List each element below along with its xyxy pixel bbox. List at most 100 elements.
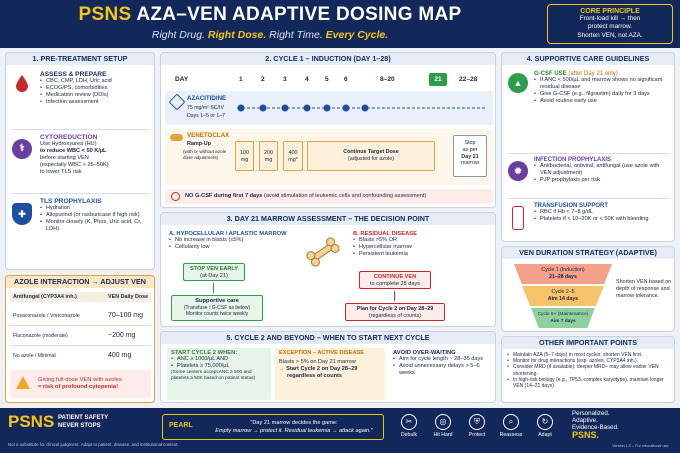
list-item: If ANC < 500/µL and marrow shows no sign… xyxy=(534,77,672,91)
aza-name: AZACITIDINE xyxy=(187,95,227,102)
hypocellular-branch: A. HYPOCELLULAR / APLASTIC MARROW No inc… xyxy=(169,231,294,251)
hit-hard-step: ◎Hit Hard xyxy=(424,414,462,438)
tls-list: Hydration Allopurinol (or rasburicase if… xyxy=(40,205,152,233)
step-label: Reassess xyxy=(499,432,523,438)
footer-disclaimer: Not a substitute for clinical judgment. … xyxy=(8,442,179,447)
ven-note: (with or without azole dose adjustment) xyxy=(183,149,227,160)
cycle2-panel: 5. CYCLE 2 AND BEYOND – WHEN TO START NE… xyxy=(160,331,496,403)
adapt-step: ↻Adapt xyxy=(526,414,564,438)
points-list: Maintain AZA (5–7 days) in most cycles; … xyxy=(507,352,671,389)
gcsf-warning-text: NO G-CSF during first 7 days (avoid stim… xyxy=(185,193,426,199)
ramp-dose: 200 mg xyxy=(259,141,278,171)
footer-right-line: Evidence-Based. xyxy=(572,424,619,432)
subtitle-time: Right Time. xyxy=(269,29,323,41)
subtitle-cycle: Every Cycle. xyxy=(325,29,389,41)
stop-line: Stop xyxy=(464,140,476,146)
cytoreduction-line: (especially WBC > 25–50K) xyxy=(40,162,109,168)
virus-icon: ✹ xyxy=(508,161,528,181)
azole-drug: Posaconazole / Voriconazole xyxy=(13,313,80,319)
ven-name: VENETOCLAX xyxy=(187,132,230,139)
shield-icon: ⛨ xyxy=(469,414,485,430)
magnifier-icon: ⌕ xyxy=(503,414,519,430)
infection-title: INFECTION PROPHYLAXIS xyxy=(534,157,612,163)
syringe-icon xyxy=(168,93,186,111)
footer-right-line: Adaptive. xyxy=(572,417,598,425)
list-item: Hypercellular marrow xyxy=(353,244,493,251)
continue-ven-label: CONTINUE VEN xyxy=(373,274,417,280)
footer-right: Personalized.Adaptive.Evidence-Based. PS… xyxy=(572,410,676,439)
list-item: Avoid routine early use xyxy=(534,98,672,105)
tier-duration: Aim 14 days xyxy=(547,296,579,302)
supportive-care-sub: Monitor counts twice weekly xyxy=(185,311,249,318)
list-item: Platelets ≥ 75,000/µL xyxy=(171,363,267,370)
quote-line: "Day 21 marrow decides the game: xyxy=(250,420,338,426)
exception-box: EXCEPTION – ACTIVE DISEASE Blasts > 5% o… xyxy=(275,348,385,400)
gcsf-title: G-CSF USE xyxy=(534,71,567,77)
quote-line: Empty marrow → protect it. Residual leuk… xyxy=(215,428,373,434)
target-icon: ◎ xyxy=(435,414,451,430)
day-number: 22–28 xyxy=(459,76,478,83)
supportive-care-box: Supportive care(Transfuse / G-CSF as bel… xyxy=(171,295,263,321)
azole-title: AZOLE INTERACTION → ADJUST VEN xyxy=(6,276,154,288)
divider xyxy=(508,153,670,154)
footer-version: Version 1.0 – For educational use xyxy=(612,444,669,448)
points-panel: OTHER IMPORTANT POINTS Maintain AZA (5–7… xyxy=(501,336,675,403)
day-number: 3 xyxy=(283,76,287,83)
list-item: Antibacterial, antiviral, antifungal (us… xyxy=(534,163,672,177)
start-cycle2-box: START CYCLE 2 WHEN: ANC ≥ 1000/µL ANDPla… xyxy=(167,348,271,400)
venetoclax-row: VENETOCLAX Ramp-Up (with or without azol… xyxy=(165,129,493,185)
list-item: Monitor closely (K, Phos, Uric acid, Cr,… xyxy=(40,219,152,233)
continue-ven-sub: to complete 28 days xyxy=(369,281,421,287)
ramp-dose: 400 mg* xyxy=(283,141,303,171)
aza-days: Days 1–5 or 1–7 xyxy=(187,113,226,119)
list-item: Hydration xyxy=(40,205,152,212)
shield-icon: ✚ xyxy=(12,203,32,225)
debulk-icon: ✂ xyxy=(401,414,417,430)
azacitidine-row: AZACITIDINE 75 mg/m² SC/IV Days 1–5 or 1… xyxy=(165,91,493,125)
strategy-panel: VEN DURATION STRATEGY (ADAPTIVE) Cycle 1… xyxy=(501,246,675,332)
reassess-step: ⌕ Reassess xyxy=(492,414,530,438)
stop-line: marrow xyxy=(461,160,479,167)
azole-warning-text: Giving full-dose VEN with azoles= risk o… xyxy=(38,377,122,391)
warning-line: = risk of profound cytopenia! xyxy=(38,384,119,390)
cycle1-title: 2. CYCLE 1 – INDUCTION (DAY 1–28) xyxy=(161,53,495,65)
step-label: Protect xyxy=(468,432,486,438)
blood-bag-icon xyxy=(512,206,524,230)
list-item: Persistent leukemia xyxy=(353,251,493,258)
tier-label: Cycle 6+ (Maintenance) xyxy=(537,312,589,317)
list-item: Maintain AZA (5–7 days) in most cycles; … xyxy=(507,352,671,358)
cytoreduction-line: before starting VEN xyxy=(40,155,89,161)
core-principle-title: CORE PRINCIPLE xyxy=(580,8,640,15)
core-principle-box: CORE PRINCIPLE Front-load kill → then pr… xyxy=(547,4,673,44)
residual-branch: B. RESIDUAL DISEASE Blasts >5% ORHyperce… xyxy=(353,231,493,258)
stop-line: Day 21 xyxy=(461,153,479,160)
list-item: Monitor for drug interactions (esp. azol… xyxy=(507,358,671,364)
list-item: Infection assessment xyxy=(40,99,152,106)
list-item: ANC ≥ 1000/µL AND xyxy=(171,356,267,363)
tier-label: Cycle 1 (Induction) xyxy=(541,267,585,273)
list-item: Aim for cycle length ~ 28–35 days xyxy=(393,356,487,363)
start-cycle2-title: START CYCLE 2 WHEN: xyxy=(171,350,238,356)
gcsf-warning-bold: NO G-CSF during first 7 days xyxy=(185,193,263,199)
day-number: 6 xyxy=(344,76,348,83)
target-dose-bar: Continue Target Dose(adjusted for azole) xyxy=(307,141,435,171)
tagline-line: NEVER STOPS xyxy=(58,422,101,429)
list-item: Blasts >5% OR xyxy=(353,237,493,244)
cytoreduction-line: to lower TLS risk xyxy=(40,169,82,175)
prohibited-icon xyxy=(171,192,180,201)
tls-title: TLS PROPHYLAXIS xyxy=(40,198,102,205)
azole-dose: 400 mg xyxy=(108,352,132,359)
day-21-marker: 21 xyxy=(429,73,447,86)
target-dose: Continue Target Dose xyxy=(343,149,399,155)
strategy-title: VEN DURATION STRATEGY (ADAPTIVE) xyxy=(502,247,674,259)
plan-cycle2-box: Plan for Cycle 2 on Day 28–29(regardless… xyxy=(345,303,445,321)
day-number: 2 xyxy=(261,76,265,83)
exception-line: → Start Cycle 2 on Day 28–29 xyxy=(279,366,358,372)
tier-label: Cycle 2–5 xyxy=(551,289,575,295)
pearl-quote: "Day 21 marrow decides the game: Empty ma… xyxy=(207,419,381,435)
list-item: Allopurinol (or rasburicase if high risk… xyxy=(40,212,152,219)
gcsf-warning-note: (avoid stimulation of leukemic cells and… xyxy=(263,193,427,199)
supportive-panel: 4. SUPPORTIVE CARE GUIDELINES ▲ G-CSF US… xyxy=(501,52,675,242)
cycle1-panel: 2. CYCLE 1 – INDUCTION (DAY 1–28) DAY 1 … xyxy=(160,52,496,208)
